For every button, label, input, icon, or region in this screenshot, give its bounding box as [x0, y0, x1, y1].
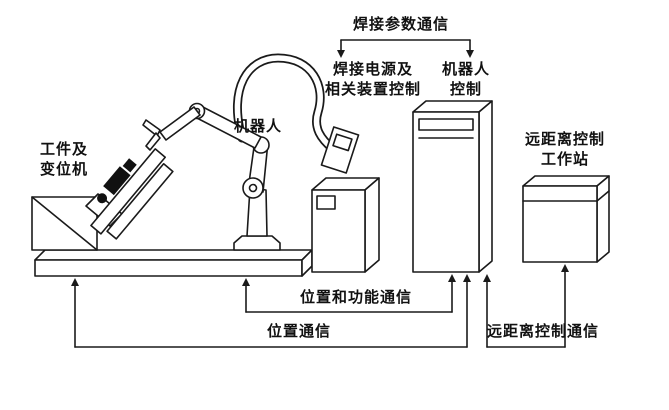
label-weld-power-control: 焊接电源及 相关装置控制	[324, 62, 422, 98]
label-pos-comm: 位置通信	[266, 324, 332, 340]
label-weld-param-comm: 焊接参数通信	[352, 17, 450, 33]
wire-feeder-drawing	[320, 126, 360, 174]
label-pos-func-comm: 位置和功能通信	[299, 290, 413, 306]
robot-controller-drawing	[412, 100, 493, 273]
welding-power-source-drawing	[311, 177, 380, 273]
robot-arm-drawing	[142, 53, 338, 251]
position-function-connector-arrows	[242, 274, 456, 313]
label-remote-workstation: 远距离控制 工作站	[524, 132, 606, 168]
positioner-drawing	[31, 148, 174, 251]
label-workpiece-positioner: 工件及 变位机	[39, 142, 89, 178]
position-connector-arrows	[71, 274, 471, 348]
label-robot-control: 机器人 控制	[441, 62, 491, 98]
base-platform-drawing	[34, 249, 313, 277]
remote-workstation-drawing	[522, 175, 610, 263]
label-remote-comm: 远距离控制通信	[486, 324, 600, 340]
label-robot: 机器人	[233, 119, 283, 135]
weld-param-connector-arrows	[337, 39, 474, 58]
remote-connector-arrows	[483, 264, 569, 348]
